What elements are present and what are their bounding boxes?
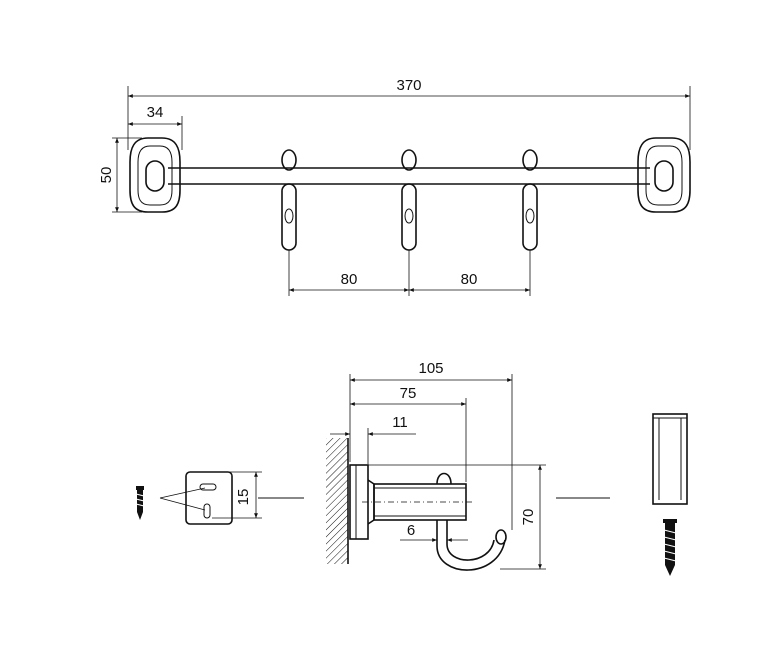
left-bracket xyxy=(129,137,181,213)
long-screw-icon xyxy=(663,519,677,576)
dim-hook-spacing-right: 80 xyxy=(461,271,478,288)
slot-lower xyxy=(203,503,211,519)
slot-upper xyxy=(199,483,217,491)
dim-plate-slot-spacing: 15 xyxy=(235,489,252,506)
dim-overall-length: 370 xyxy=(396,77,421,94)
right-bracket xyxy=(637,137,691,213)
dim-hook-spacing-left: 80 xyxy=(341,271,358,288)
wall-hatch-icon xyxy=(326,438,348,564)
dim-side-total-depth: 105 xyxy=(418,360,443,377)
dim-side-hook-depth: 75 xyxy=(400,385,417,402)
hook-curve-inner xyxy=(446,520,495,561)
hook-curve-outer xyxy=(436,520,506,571)
hook-3 xyxy=(522,149,538,251)
dim-hook-gap: 6 xyxy=(407,522,415,539)
wall-plug-view xyxy=(652,413,688,576)
mounting-plate xyxy=(185,471,233,525)
screw-icon xyxy=(135,486,145,520)
dim-side-flange: 11 xyxy=(392,414,408,431)
dim-side-height: 70 xyxy=(520,509,537,526)
side-view: 105 75 11 70 6 xyxy=(326,360,546,571)
front-view: 370 34 50 80 80 xyxy=(98,77,691,296)
dim-bracket-width: 34 xyxy=(147,104,164,121)
wall-plug-icon xyxy=(652,413,688,505)
hook-2 xyxy=(401,149,417,251)
mounting-plate-view: 15 xyxy=(135,471,262,525)
hook-tip xyxy=(495,529,507,545)
hook-1 xyxy=(281,149,297,251)
dim-bracket-height: 50 xyxy=(98,167,115,184)
